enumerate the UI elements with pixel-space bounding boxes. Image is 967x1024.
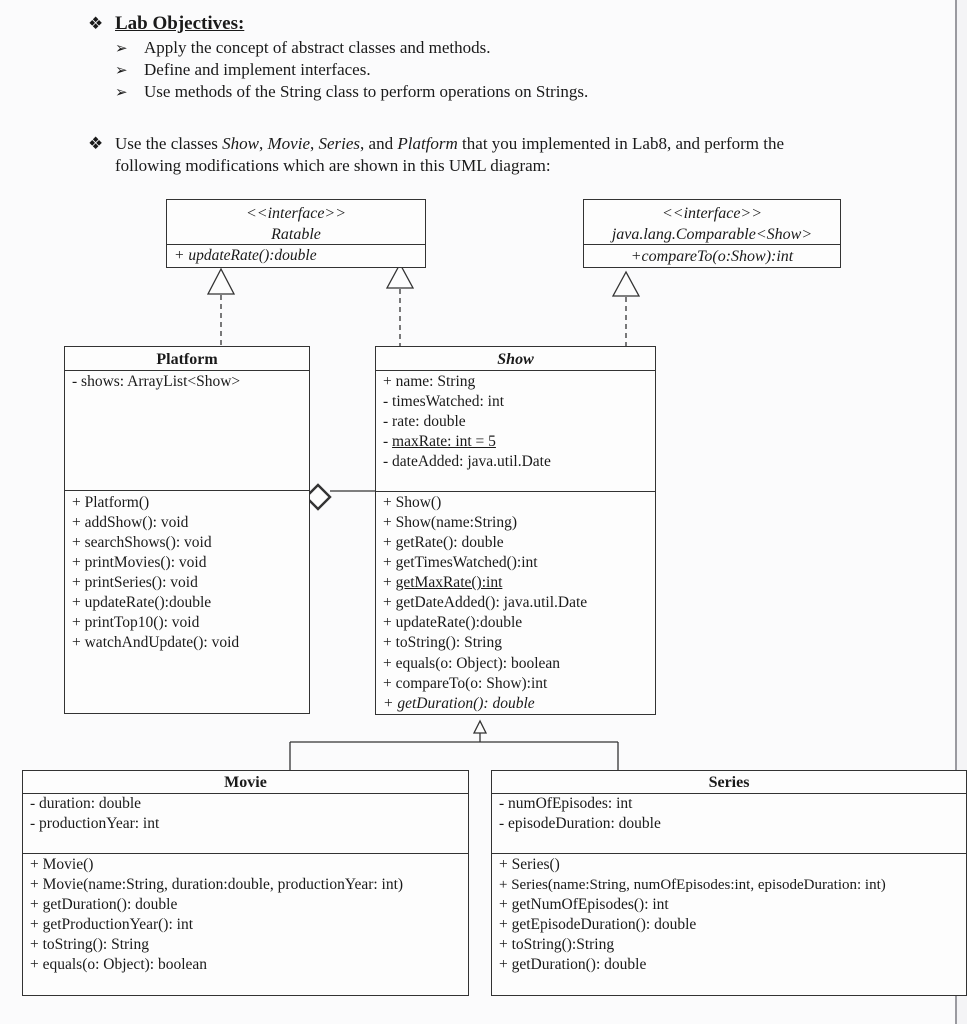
platform-realization-arrowhead — [206, 267, 236, 295]
show-class: Show + name: String - timesWatched: int … — [375, 346, 656, 715]
objective-arrow-icon: ➢ — [115, 63, 128, 79]
aggregation-diamond — [304, 483, 332, 511]
ratable-method: + updateRate():double — [174, 247, 317, 264]
objectives-bullet: ❖ — [88, 14, 104, 33]
ratable-stereotype: <<interface>> — [245, 205, 347, 222]
movie-attribute: - productionYear: int — [30, 815, 160, 832]
platform-method: + searchShows(): void — [72, 534, 212, 551]
series-class: Series - numOfEpisodes: int - episodeDur… — [491, 770, 967, 996]
series-method: + getNumOfEpisodes(): int — [499, 896, 669, 913]
show-method: + Show() — [383, 494, 442, 511]
series-method: + toString():String — [499, 936, 615, 953]
show-method: + getTimesWatched():int — [383, 554, 538, 571]
show-comparable-arrowhead — [611, 270, 641, 297]
platform-class: Platform - shows: ArrayList<Show> + Plat… — [64, 346, 310, 714]
objective-arrow-icon: ➢ — [115, 85, 128, 101]
movie-method: + Movie(name:String, duration:double, pr… — [30, 876, 404, 893]
platform-method: + addShow(): void — [72, 514, 189, 531]
objective-arrow-icon: ➢ — [115, 41, 128, 57]
ratable-name: Ratable — [271, 226, 321, 243]
show-attribute: + name: String — [383, 373, 476, 390]
platform-method: + Platform() — [72, 494, 150, 511]
series-method: + Series(name:String, numOfEpisodes:int,… — [499, 877, 886, 893]
objectives-heading: Lab Objectives: — [115, 13, 245, 34]
page-edge — [955, 0, 957, 1024]
series-attribute: - numOfEpisodes: int — [499, 795, 633, 812]
platform-class-name: Platform — [156, 351, 218, 368]
show-method-static: + getMaxRate():int — [383, 574, 503, 591]
comparable-name: java.lang.Comparable<Show> — [611, 226, 813, 243]
intro-line-1: Use the classes Show, Movie, Series, and… — [115, 134, 785, 153]
platform-method: + watchAndUpdate(): void — [72, 634, 240, 651]
movie-method: + getDuration(): double — [30, 896, 178, 913]
show-method: + equals(o: Object): boolean — [383, 655, 561, 672]
series-class-name: Series — [708, 774, 750, 791]
platform-method: + printSeries(): void — [72, 574, 198, 591]
platform-method: + updateRate():double — [72, 594, 212, 611]
movie-method: + equals(o: Object): boolean — [30, 956, 208, 973]
objective-item: Apply the concept of abstract classes an… — [144, 38, 491, 57]
series-method: + Series() — [499, 856, 560, 873]
show-class-name: Show — [497, 351, 534, 368]
show-method: + toString(): String — [383, 634, 502, 651]
movie-attribute: - duration: double — [30, 795, 142, 812]
show-method: + Show(name:String) — [383, 514, 518, 531]
movie-method: + getProductionYear(): int — [30, 916, 194, 933]
show-method: + updateRate():double — [383, 614, 523, 631]
ratable-interface: <<interface>> Ratable + updateRate():dou… — [166, 199, 426, 268]
show-attribute: - dateAdded: java.util.Date — [383, 453, 551, 470]
movie-method: + toString(): String — [30, 936, 149, 953]
show-attribute: - rate: double — [383, 413, 466, 430]
generalization-arrowhead — [472, 719, 488, 734]
comparable-method: +compareTo(o:Show):int — [630, 248, 794, 265]
show-ratable-arrowhead — [385, 262, 415, 289]
show-attribute: - timesWatched: int — [383, 393, 504, 410]
comparable-interface: <<interface>> java.lang.Comparable<Show>… — [583, 199, 841, 268]
objective-item: Use methods of the String class to perfo… — [144, 82, 589, 101]
intro-line-2: following modifications which are shown … — [115, 156, 551, 175]
show-method: + compareTo(o: Show):int — [383, 675, 548, 692]
objective-item: Define and implement interfaces. — [144, 60, 371, 79]
show-attribute-static: - maxRate: int = 5 — [383, 433, 496, 450]
movie-class: Movie - duration: double - productionYea… — [22, 770, 469, 996]
platform-method: + printMovies(): void — [72, 554, 207, 571]
intro-bullet: ❖ — [88, 134, 104, 153]
show-method-abstract: + getDuration(): double — [383, 695, 535, 712]
series-method: + getDuration(): double — [499, 956, 647, 973]
show-method: + getDateAdded(): java.util.Date — [383, 594, 588, 611]
platform-method: + printTop10(): void — [72, 614, 200, 631]
movie-method: + Movie() — [30, 856, 94, 873]
movie-class-name: Movie — [224, 774, 267, 791]
series-attribute: - episodeDuration: double — [499, 815, 661, 832]
show-method: + getRate(): double — [383, 534, 504, 551]
series-method: + getEpisodeDuration(): double — [499, 916, 697, 933]
platform-attribute: - shows: ArrayList<Show> — [72, 373, 241, 390]
comparable-stereotype: <<interface>> — [661, 205, 763, 222]
